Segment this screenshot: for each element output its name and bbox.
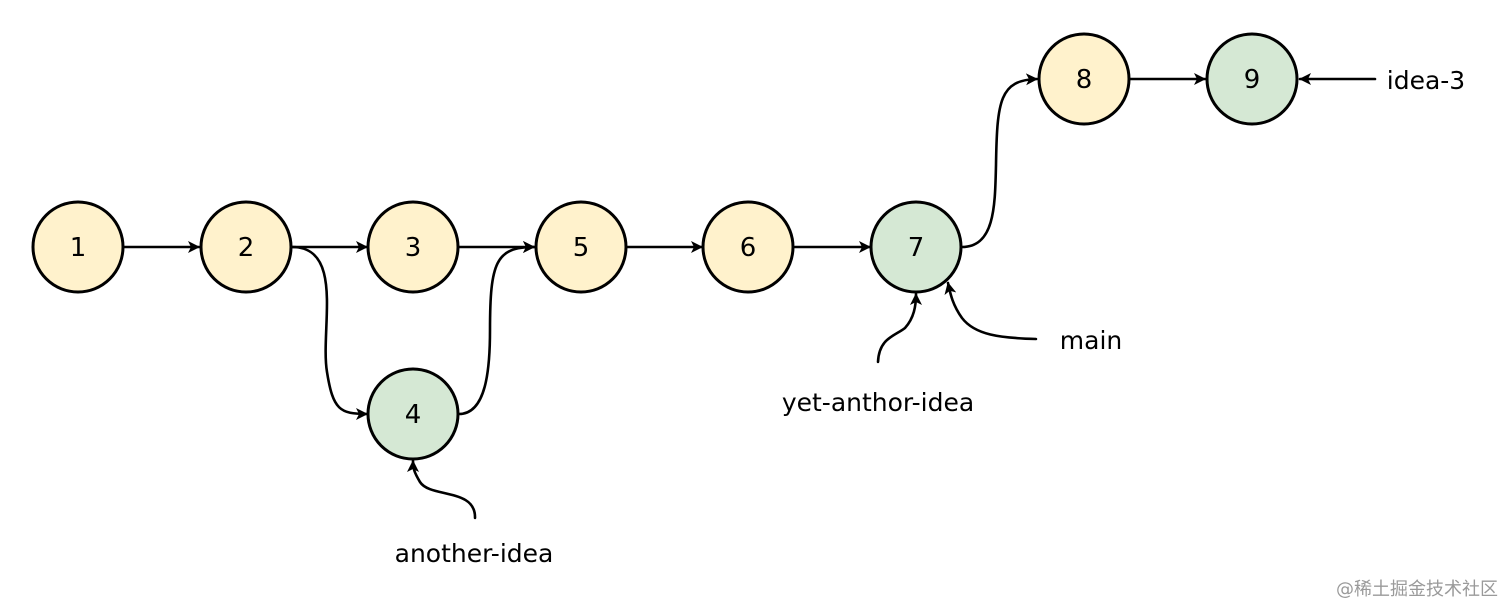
commit-label: 7 [908, 233, 925, 263]
branch-label-yet-anthor-idea: yet-anthor-idea [782, 388, 974, 417]
commit-edges [122, 73, 1207, 420]
commit-node-1: 1 [31, 200, 125, 294]
commit-node-6: 6 [701, 200, 795, 294]
pointer-yet-anthor-idea [876, 292, 922, 364]
commit-circle [869, 200, 963, 294]
commit-circle [31, 200, 125, 294]
commit-label: 1 [70, 233, 87, 263]
commit-label: 3 [405, 233, 422, 263]
commit-label: 8 [1076, 65, 1093, 95]
branch-label-main: main [1060, 326, 1122, 355]
commit-circle [199, 200, 293, 294]
edge-7-8 [960, 73, 1039, 249]
commit-label: 6 [740, 233, 757, 263]
commit-label: 2 [238, 233, 255, 263]
commit-node-2: 2 [199, 200, 293, 294]
branch-label-another-idea: another-idea [395, 539, 554, 568]
commit-node-3: 3 [366, 200, 460, 294]
edge-2-4 [290, 245, 369, 420]
commit-label: 4 [405, 400, 422, 430]
commit-circle [701, 200, 795, 294]
branch-pointers [407, 73, 1377, 520]
commit-nodes: 1 2 3 4 5 6 7 8 [31, 32, 1299, 461]
pointer-main [944, 281, 1038, 341]
commit-circle [366, 200, 460, 294]
branch-label-idea-3: idea-3 [1387, 66, 1465, 95]
commit-circle [366, 367, 460, 461]
commit-node-4: 4 [366, 367, 460, 461]
pointer-another-idea [407, 459, 477, 520]
commit-node-8: 8 [1037, 32, 1131, 126]
commit-circle [1205, 32, 1299, 126]
branch-labels: another-idea yet-anthor-idea main idea-3 [395, 66, 1466, 568]
watermark: @稀土掘金技术社区 [1336, 579, 1498, 600]
commit-node-7: 7 [869, 200, 963, 294]
commit-label: 5 [573, 233, 590, 263]
commit-node-5: 5 [534, 200, 628, 294]
commit-node-9: 9 [1205, 32, 1299, 126]
commit-label: 9 [1244, 65, 1261, 95]
commit-circle [534, 200, 628, 294]
edge-4-5 [457, 241, 536, 416]
commit-circle [1037, 32, 1131, 126]
